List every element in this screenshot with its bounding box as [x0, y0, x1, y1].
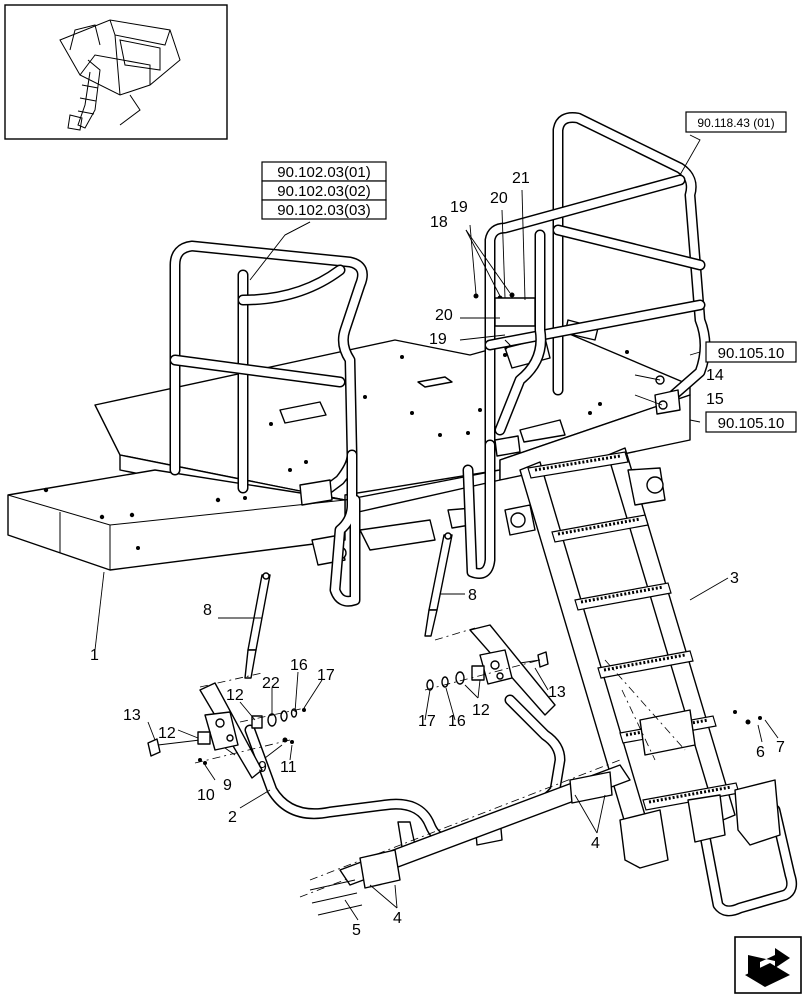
callout-4b: 4 [393, 910, 402, 927]
ref-box-90-118-43[interactable]: 90.118.43 (01) [685, 111, 787, 133]
ref-90-102-03-01[interactable]: 90.102.03(01) [277, 164, 370, 181]
callout-14: 14 [706, 367, 724, 384]
assembly-lines [194, 627, 541, 764]
ladder [504, 447, 798, 917]
callout-4a: 4 [591, 835, 600, 852]
callout-12b: 12 [226, 687, 244, 704]
left-handrail [169, 240, 368, 607]
callout-16b: 16 [448, 713, 466, 730]
gas-struts [244, 532, 453, 679]
ladder-lever-frame [199, 624, 631, 898]
callout-17b: 17 [418, 713, 436, 730]
callout-20b: 20 [435, 307, 453, 324]
callout-6: 6 [756, 744, 765, 761]
hardware-bolts-washers [147, 292, 762, 916]
callout-19a: 19 [450, 199, 468, 216]
leader-lines [94, 134, 779, 921]
ref-90-102-03-03[interactable]: 90.102.03(03) [277, 202, 370, 219]
callouts: 1 2 3 4 4 5 6 7 8 8 9 9 10 11 12 12 12 1… [90, 170, 785, 939]
callout-3: 3 [730, 570, 739, 587]
callout-8a: 8 [203, 602, 212, 619]
callout-21: 21 [512, 170, 530, 187]
ref-90-118-43[interactable]: 90.118.43 (01) [697, 116, 774, 130]
ref-box-90-105-10-b[interactable]: 90.105.10 [705, 411, 797, 433]
callout-13b: 13 [548, 684, 566, 701]
callout-13a: 13 [123, 707, 141, 724]
callout-19b: 19 [429, 331, 447, 348]
callout-2: 2 [228, 809, 237, 826]
callout-12a: 12 [158, 725, 176, 742]
callout-12c: 12 [472, 702, 490, 719]
callout-10: 10 [197, 787, 215, 804]
callout-22: 22 [262, 675, 280, 692]
callout-16a: 16 [290, 657, 308, 674]
ref-box-group-90-102-03[interactable]: 90.102.03(01) 90.102.03(02) 90.102.03(03… [261, 161, 387, 220]
callout-17a: 17 [317, 667, 335, 684]
right-handrail [462, 112, 711, 579]
machine-overview-thumbnail [4, 4, 228, 140]
ref-90-105-10-b[interactable]: 90.105.10 [718, 415, 785, 432]
ref-90-105-10-a[interactable]: 90.105.10 [718, 345, 785, 362]
ref-box-90-105-10-a[interactable]: 90.105.10 [705, 341, 797, 363]
callout-15: 15 [706, 391, 724, 408]
callout-1: 1 [90, 647, 99, 664]
callout-8b: 8 [468, 587, 477, 604]
callout-9b: 9 [258, 759, 267, 776]
callout-20a: 20 [490, 190, 508, 207]
ref-90-102-03-02[interactable]: 90.102.03(02) [277, 183, 370, 200]
callout-5: 5 [352, 922, 361, 939]
callout-18: 18 [430, 214, 448, 231]
callout-11: 11 [280, 759, 297, 776]
next-page-arrow-icon[interactable] [734, 936, 802, 994]
callout-9a: 9 [223, 777, 232, 794]
callout-7: 7 [776, 739, 785, 756]
